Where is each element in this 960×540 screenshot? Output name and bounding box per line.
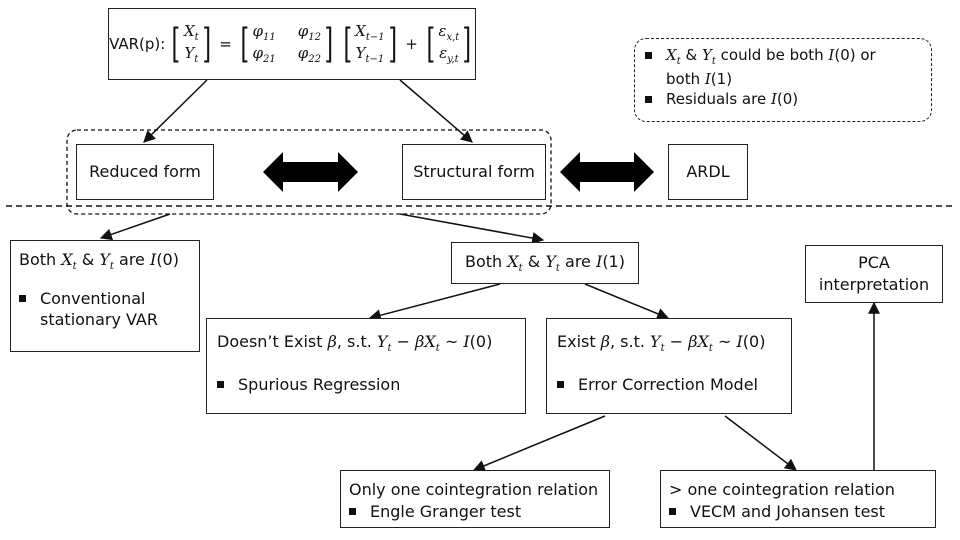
form-group-outline <box>66 129 552 215</box>
var-label: VAR(p): <box>109 35 166 53</box>
structural-form-box: Structural form <box>402 144 546 200</box>
multi-relation-box: > one cointegration relation VECM and Jo… <box>660 470 936 528</box>
arrow-group-to-i1 <box>399 213 545 244</box>
arrow-coint-to-one <box>472 415 606 472</box>
arrow-var-to-structural <box>399 79 473 143</box>
multi-relation-bullet: VECM and Johansen test <box>669 501 927 523</box>
cointegration-bullet: Error Correction Model <box>557 374 781 396</box>
equals-sign: = <box>219 35 232 53</box>
note-item-residuals: Residuals are I(0) <box>645 89 921 109</box>
no-cointegration-box: Doesn’t Exist β, s.t. Yt − βXt ~ I(0) Sp… <box>206 318 526 414</box>
note-item-integration: Xt & Yt could be both I(0) or both I(1) <box>645 45 921 89</box>
arrow-i1-to-coint <box>584 283 670 320</box>
lhs-vector: [ Xt Yt ] <box>171 21 211 67</box>
plus-sign: + <box>405 35 418 53</box>
double-arrow-structural-ardl <box>560 152 654 192</box>
one-relation-box: Only one cointegration relation Engle Gr… <box>340 470 610 528</box>
both-i0-bullet: Conventional stationary VAR <box>19 288 191 331</box>
both-i0-box: Both Xt & Yt are I(0) Conventional stati… <box>10 240 200 352</box>
arrow-coint-to-multi <box>724 415 797 471</box>
no-cointegration-heading: Doesn’t Exist β, s.t. Yt − βXt ~ I(0) <box>217 332 493 355</box>
cointegration-heading: Exist β, s.t. Yt − βXt ~ I(0) <box>557 332 766 355</box>
lag-vector: [ Xt−1 Yt−1 ] <box>343 21 397 67</box>
pca-box: PCA interpretation <box>805 245 943 303</box>
arrow-i1-to-nocoint <box>368 283 501 322</box>
both-i1-box: Both Xt & Yt are I(1) <box>451 242 639 284</box>
assumptions-note: Xt & Yt could be both I(0) or both I(1) … <box>634 38 932 122</box>
cointegration-box: Exist β, s.t. Yt − βXt ~ I(0) Error Corr… <box>546 318 792 414</box>
reduced-form-box: Reduced form <box>76 144 214 200</box>
phi-matrix: [ φ11 φ12 φ21 φ22 ] <box>240 21 334 67</box>
var-equation-box: VAR(p): [ Xt Yt ] = [ φ11 φ12 φ21 φ22 ] … <box>108 8 476 80</box>
double-arrow-reduced-structural <box>263 152 358 192</box>
multi-relation-title: > one cointegration relation <box>669 480 895 499</box>
no-cointegration-bullet: Spurious Regression <box>217 374 515 396</box>
arrow-var-to-reduced <box>143 79 208 143</box>
error-vector: [ εx,t εy,t ] <box>426 21 472 67</box>
one-relation-bullet: Engle Granger test <box>349 501 601 523</box>
arrow-group-to-i0 <box>99 213 171 241</box>
one-relation-title: Only one cointegration relation <box>349 480 599 499</box>
both-i0-heading: Both Xt & Yt are I(0) <box>19 250 179 273</box>
ardl-box: ARDL <box>668 144 748 200</box>
